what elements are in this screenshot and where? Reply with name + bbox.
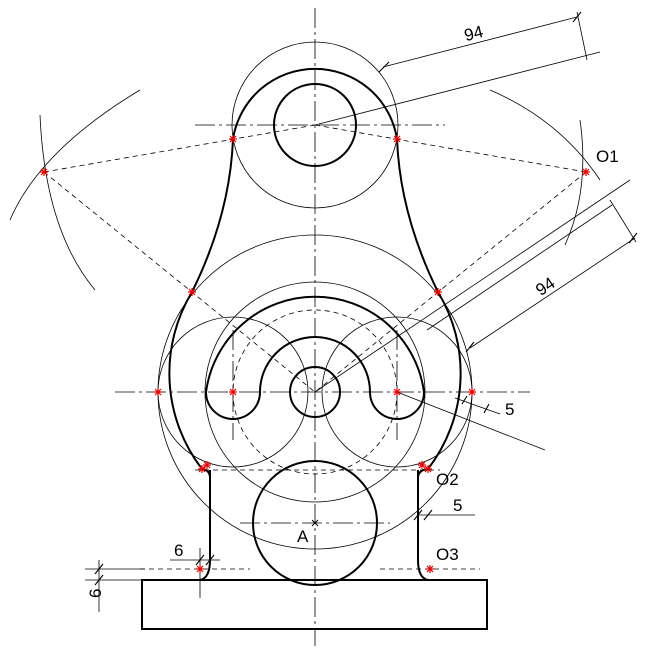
construction-arcs (9, 89, 601, 291)
tangent-point-8 (468, 388, 476, 396)
tangent-point-1 (40, 168, 48, 176)
tangent-point-12 (424, 465, 432, 473)
dimension-top-94: 94 (314, 11, 601, 126)
tangent-point-7 (154, 388, 162, 396)
dim-label-top: 94 (462, 22, 485, 45)
tangent-point-14 (418, 461, 426, 469)
dim-label-bottom-left: 6 (86, 589, 105, 598)
dimension-right-94: 94 (314, 179, 638, 393)
label-o3: O3 (436, 545, 459, 564)
tangent-point-5 (188, 288, 196, 296)
tangent-point-9 (229, 388, 237, 396)
dim-label-gap-right: 5 (453, 496, 462, 515)
tangent-point-11 (198, 465, 206, 473)
dim-label-offset: 5 (505, 400, 514, 419)
tangent-point-15 (196, 565, 204, 573)
tangent-point-4 (393, 135, 401, 143)
inner-features (205, 83, 425, 586)
tangent-point-3 (229, 135, 237, 143)
tangent-point-13 (203, 461, 211, 469)
label-o1: O1 (596, 147, 619, 166)
tangent-point-6 (434, 288, 442, 296)
label-o2: O2 (436, 470, 459, 489)
dim-label-left-small: 6 (174, 541, 183, 560)
tangent-point-16 (426, 565, 434, 573)
point-a-marker (311, 519, 319, 527)
tangent-points (40, 135, 590, 573)
dimension-bottom-6: 6 (85, 560, 145, 612)
label-a: A (297, 527, 309, 546)
tangent-point-10 (393, 388, 401, 396)
dimension-gap-5: 5 (413, 496, 475, 521)
dimension-offset-5: 5 (396, 391, 546, 451)
dimension-left-6: 6 (170, 541, 220, 598)
tangent-point-2 (582, 168, 590, 176)
dim-label-right: 94 (532, 273, 558, 299)
